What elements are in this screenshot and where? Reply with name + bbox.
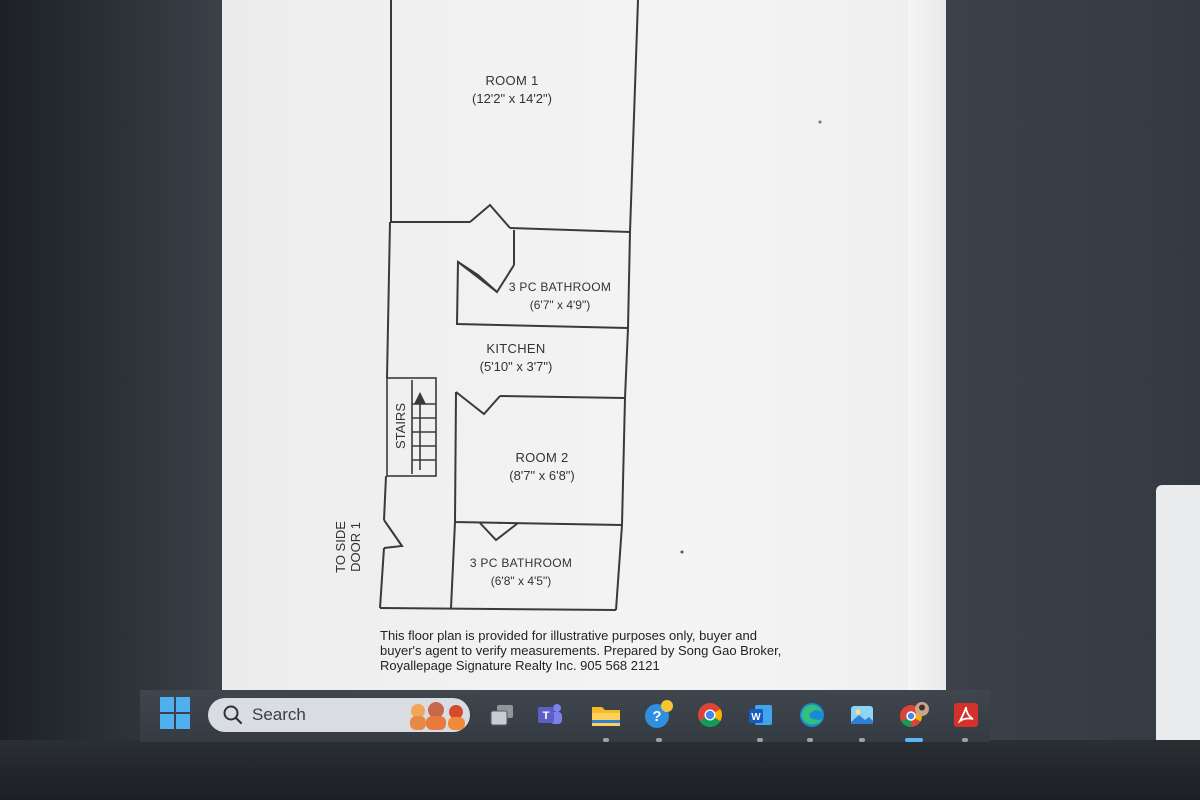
search-placeholder: Search [252, 705, 306, 724]
search-icon [222, 704, 244, 726]
running-indicator [656, 738, 662, 742]
bathroom-1-label: 3 PC BATHROOM (6'7" x 4'9") [495, 278, 625, 314]
windows-logo-tile [176, 697, 190, 712]
file-explorer-icon[interactable] [590, 699, 622, 731]
svg-text:?: ? [652, 708, 661, 725]
windows-logo-tile [160, 697, 174, 712]
word-icon[interactable]: W [744, 699, 776, 731]
svg-text:W: W [751, 712, 761, 723]
edge-icon[interactable] [796, 699, 828, 731]
floor-plan-drawing [379, 0, 822, 611]
corridor-left-wall [379, 221, 391, 609]
bathroom-1-name: 3 PC BATHROOM [508, 280, 612, 294]
side-door-label-line1: TO SIDE [333, 521, 348, 573]
side-door [383, 519, 404, 549]
room-1-name: ROOM 1 [485, 73, 539, 88]
room-2-door [455, 391, 501, 416]
help-icon[interactable]: ? [642, 699, 674, 731]
screen-bezel [0, 740, 1200, 800]
disclaimer-text: This floor plan is provided for illustra… [380, 628, 782, 673]
bathroom-2-name: 3 PC BATHROOM [469, 556, 573, 570]
photos-icon[interactable] [846, 699, 878, 731]
running-indicator [962, 738, 968, 742]
taskbar-search-box[interactable]: Search [208, 698, 470, 732]
room-1-label: ROOM 1 (12'2" x 14'2") [452, 72, 572, 108]
bathroom-1-door [457, 261, 515, 294]
room-2-dimensions: (8'7" x 6'8") [509, 468, 575, 483]
bottom-wall [379, 607, 617, 611]
bathroom-2-door [479, 522, 519, 542]
windows-logo-tile [176, 714, 190, 729]
task-view-icon[interactable] [486, 699, 518, 731]
room-1-dimensions: (12'2" x 14'2") [472, 91, 552, 106]
bathroom-1-walls [455, 230, 629, 329]
document-edge [908, 0, 946, 690]
kitchen-dimensions: (5'10" x 3'7") [479, 359, 553, 374]
floor-plan-document [222, 0, 946, 690]
running-indicator [603, 738, 609, 742]
search-highlight-people-icon [404, 700, 470, 730]
running-indicator [859, 738, 865, 742]
room-2-name: ROOM 2 [515, 450, 569, 465]
teams-icon[interactable]: T [534, 699, 566, 731]
kitchen-name: KITCHEN [486, 341, 546, 356]
stairs [386, 377, 437, 477]
running-indicator [807, 738, 813, 742]
active-indicator [905, 738, 923, 742]
acrobat-icon[interactable] [950, 699, 982, 731]
svg-text:T: T [543, 710, 550, 722]
bathroom-2-dimensions: (6'8" x 4'5") [490, 574, 552, 588]
kitchen-label: KITCHEN (5'10" x 3'7") [458, 340, 574, 376]
side-door-label-line2: DOOR 1 [348, 522, 363, 572]
side-door-label: TO SIDE DOOR 1 [333, 515, 363, 579]
bathroom-1-dimensions: (6'7" x 4'9") [529, 298, 591, 312]
room-1-walls [390, 0, 639, 234]
chrome-profile-icon[interactable] [898, 699, 930, 731]
background-glare [1156, 485, 1200, 753]
room-2-label: ROOM 2 (8'7" x 6'8") [490, 449, 594, 485]
windows-start-button[interactable] [160, 697, 192, 729]
chrome-icon[interactable] [694, 699, 726, 731]
bathroom-2-walls [450, 521, 501, 609]
running-indicator [757, 738, 763, 742]
stairs-label: STAIRS [393, 403, 408, 449]
room-1-door [469, 203, 511, 229]
windows-logo-tile [160, 714, 174, 729]
bathroom-2-label: 3 PC BATHROOM (6'8" x 4'5") [456, 554, 586, 590]
